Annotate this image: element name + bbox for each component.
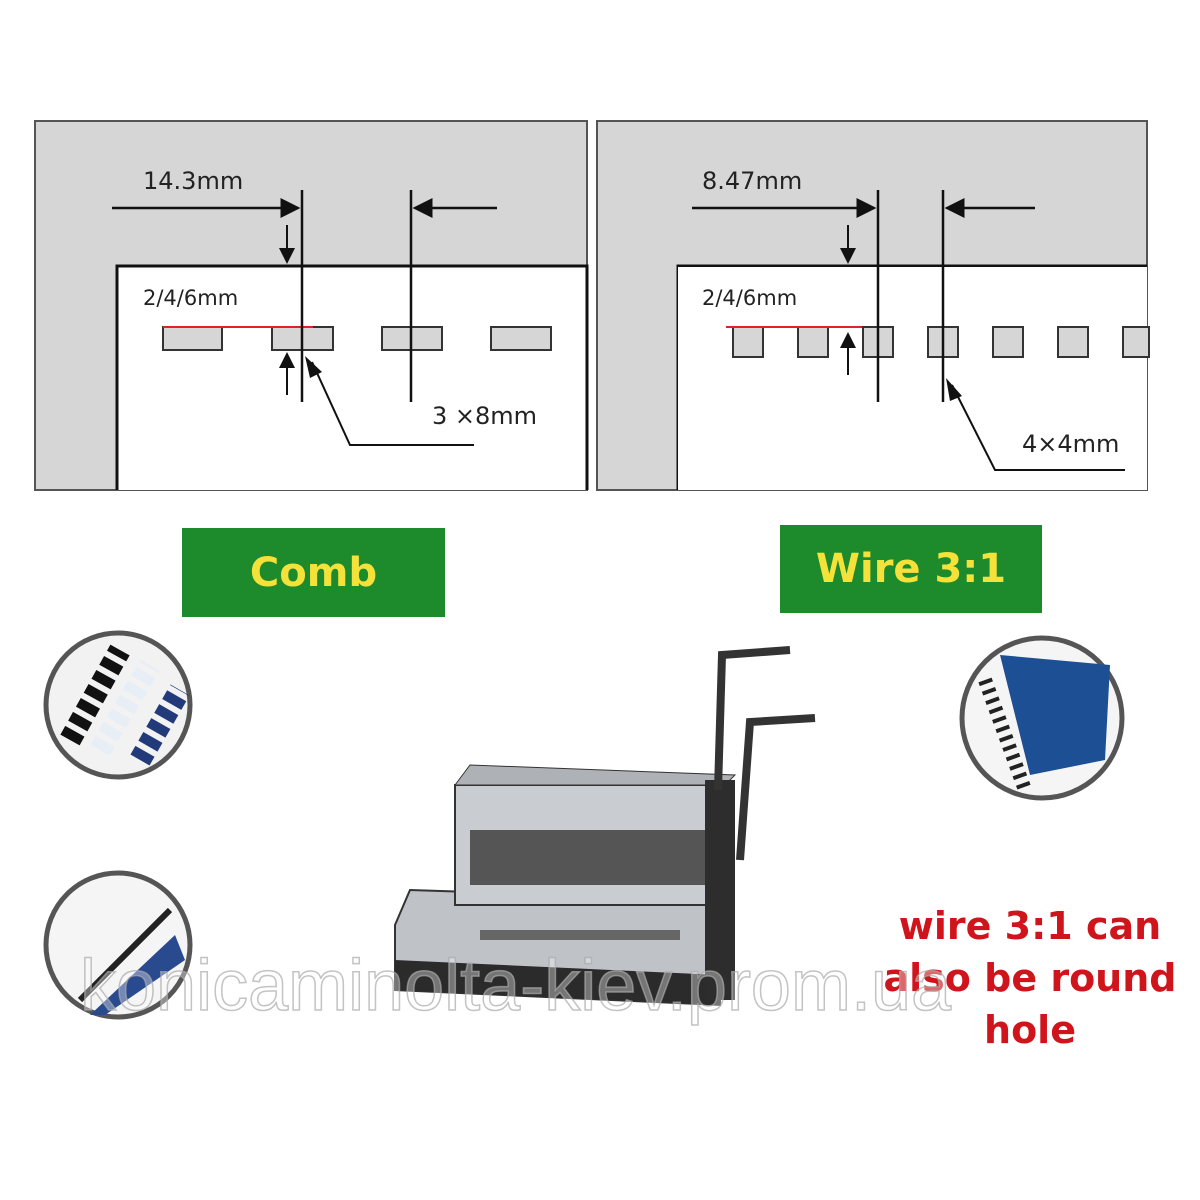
wire-hole-diagram: [596, 120, 1150, 491]
comb-badge: Comb: [182, 528, 445, 617]
note-line: also be round: [883, 956, 1177, 1000]
comb-margin-label: 2/4/6mm: [143, 286, 239, 310]
comb-binding-photo: [43, 630, 193, 780]
note-line: wire 3:1 can: [898, 904, 1162, 948]
round-hole-note: wire 3:1 can also be round hole: [860, 900, 1200, 1056]
wire-binding-photo: [959, 635, 1125, 801]
binding-machine-photo: [394, 646, 816, 1007]
note-line: hole: [984, 1008, 1076, 1052]
wire-margin-label: 2/4/6mm: [702, 286, 798, 310]
wire-pitch-label: 8.47mm: [702, 167, 803, 195]
comb-hole-size-label: 3 ×8mm: [432, 402, 538, 430]
watermark: konicaminolta-kiev.prom.ua: [79, 945, 952, 1027]
wire-badge: Wire 3:1: [780, 525, 1042, 613]
comb-pitch-label: 14.3mm: [143, 167, 244, 195]
comb-bound-book-photo: [43, 870, 193, 1020]
wire-hole-size-label: 4×4mm: [1022, 430, 1120, 458]
comb-hole-diagram: [34, 120, 589, 491]
